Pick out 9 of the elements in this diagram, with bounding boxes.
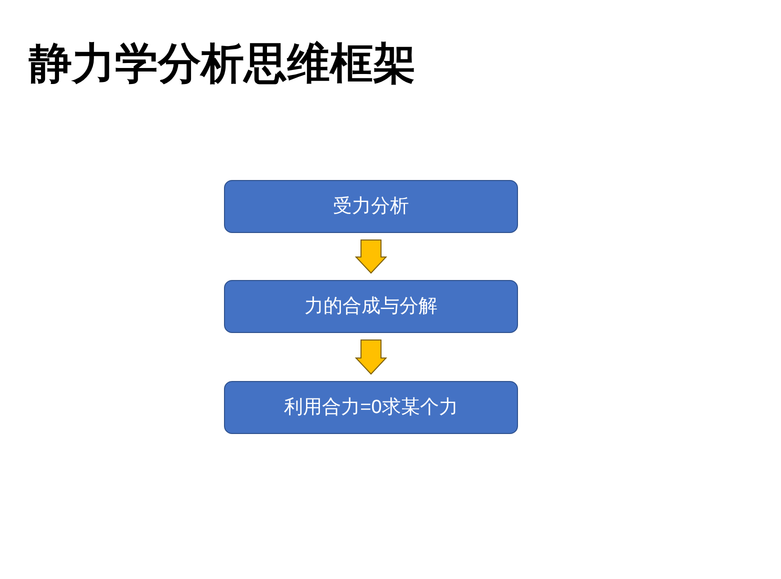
block-arrow	[354, 340, 388, 375]
process-box	[224, 280, 518, 333]
box-label: 受力分析	[333, 194, 409, 218]
block-arrow	[354, 240, 388, 274]
process-box	[224, 381, 518, 434]
box-label: 力的合成与分解	[304, 294, 438, 318]
title: 静力学分析思维框架	[29, 39, 416, 90]
process-box	[224, 180, 518, 233]
box-label: 利用合力=0求某个力	[284, 396, 458, 420]
